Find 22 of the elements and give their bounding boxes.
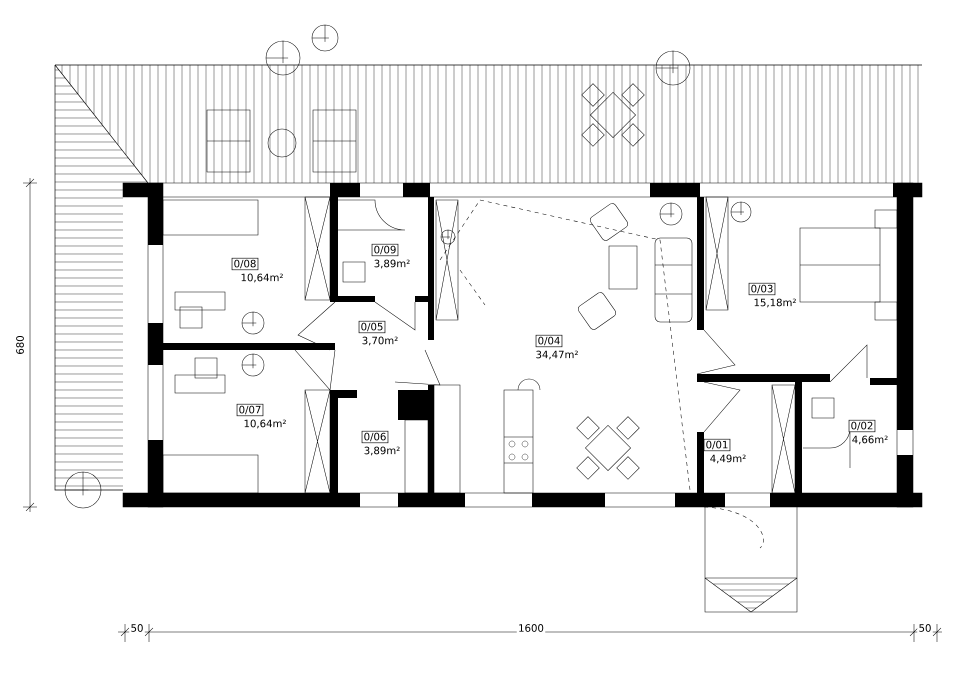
room-area: 34,47m²: [534, 349, 580, 361]
dimension-text: 50: [129, 622, 145, 634]
room-area: 4,49m²: [708, 453, 748, 465]
room-number: 0/09: [372, 244, 398, 256]
room-number: 0/02: [848, 420, 876, 432]
room-number: 0/01: [704, 438, 730, 452]
dimension-text: 1600: [516, 622, 546, 634]
room-area: 15,18m²: [752, 297, 798, 309]
room-number: 0/04: [536, 334, 562, 348]
room-area: 10,64m²: [242, 418, 288, 430]
dimension-text: 50: [917, 622, 933, 634]
room-number: 0/03: [748, 282, 776, 296]
room-area: 3,70m²: [360, 335, 400, 347]
room-area: 3,89m²: [372, 258, 412, 270]
room-number: 0/07: [236, 404, 264, 416]
dimension-text: 680: [14, 334, 26, 356]
room-number: 0/05: [358, 320, 386, 334]
room-area: 3,89m²: [362, 445, 402, 457]
room-area: 4,66m²: [850, 434, 890, 446]
room-area: 10,64m²: [239, 272, 285, 284]
room-number: 0/06: [362, 430, 388, 444]
room-number: 0/08: [232, 258, 258, 270]
